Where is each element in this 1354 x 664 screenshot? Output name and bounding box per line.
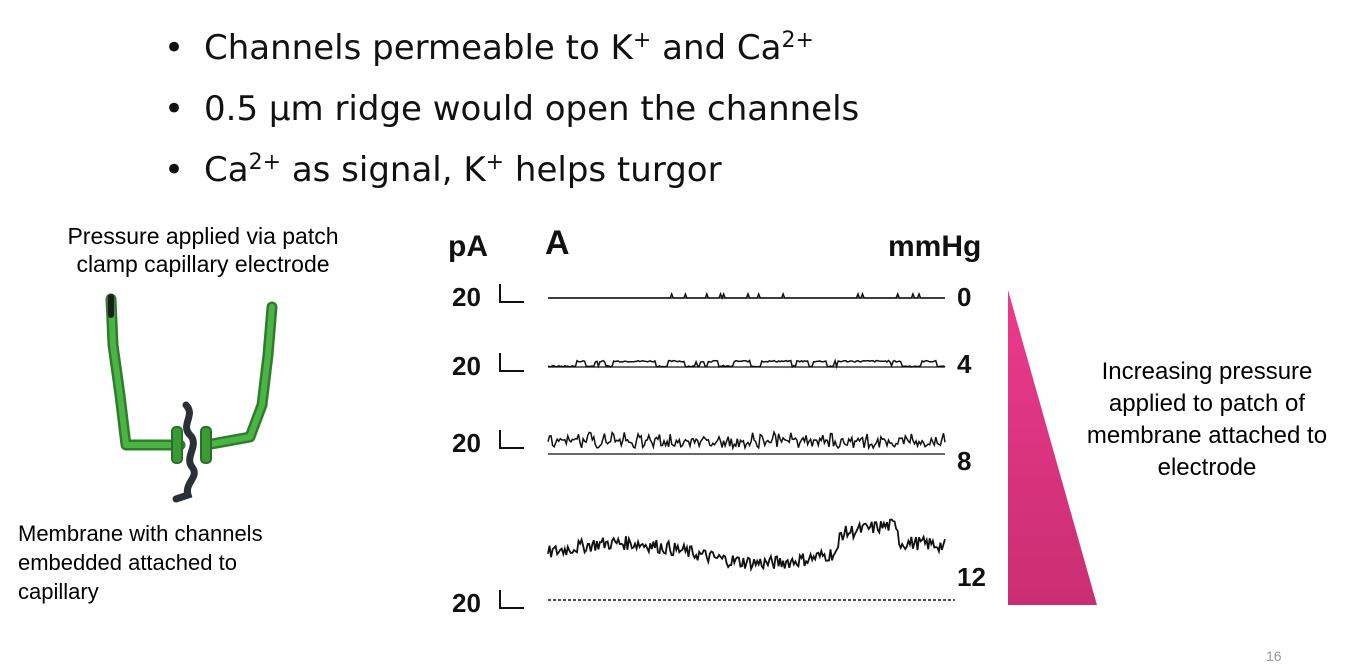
current-trace xyxy=(548,291,945,301)
scale-bar xyxy=(499,353,524,372)
pressure-caption: Increasing pressure applied to patch of … xyxy=(1086,358,1328,481)
electrode-caption: Pressure applied via patch clamp capilla… xyxy=(67,223,339,277)
bullet-dot: • xyxy=(164,150,185,190)
membrane-strand xyxy=(172,401,198,503)
current-trace-row: 20 8 xyxy=(452,428,971,476)
bullet-text: and Ca xyxy=(651,28,782,68)
bullet-text: as signal, K xyxy=(281,150,486,190)
pressure-value-label: 4 xyxy=(957,349,972,379)
scale-bar xyxy=(499,590,524,609)
bullet-text: 0.5 µm ridge would open the channels xyxy=(204,89,860,129)
bullet-item: • 0.5 µm ridge would open the channels xyxy=(160,79,859,140)
scale-bar-label: 20 xyxy=(452,282,481,312)
scale-bar xyxy=(499,284,524,303)
superscript: 2+ xyxy=(781,28,814,53)
page-number: 16 xyxy=(1266,648,1282,664)
bullet-dot: • xyxy=(164,28,185,68)
bullet-text: helps turgor xyxy=(504,150,722,190)
superscript: 2+ xyxy=(248,150,282,175)
superscript: + xyxy=(632,28,652,53)
bullet-list: • Channels permeable to K+ and Ca2+ • 0.… xyxy=(160,18,859,201)
scale-bar-label: 20 xyxy=(452,351,481,381)
bullet-text: Ca xyxy=(204,150,249,190)
superscript: + xyxy=(485,150,505,175)
scale-bar-label: 20 xyxy=(452,588,481,618)
bullet-dot: • xyxy=(164,89,185,129)
current-trace xyxy=(547,518,946,573)
bullet-text: Channels permeable to K xyxy=(204,28,633,68)
panel-label: A xyxy=(545,224,570,262)
bullet-item: • Channels permeable to K+ and Ca2+ xyxy=(160,18,859,79)
scale-bar xyxy=(499,430,524,449)
scale-bar-label: 20 xyxy=(452,428,481,458)
pressure-value-label: 12 xyxy=(957,562,986,592)
membrane-caption: Membrane with channels embedded attached… xyxy=(18,521,263,604)
current-trace-row: 20 0 xyxy=(452,282,971,312)
pressure-increase-triangle xyxy=(1008,290,1097,605)
pressure-value-label: 8 xyxy=(957,446,971,476)
pressure-value-label: 0 xyxy=(957,282,971,312)
capillary-electrode xyxy=(105,293,278,464)
patch-clamp-electrode-illustration xyxy=(105,293,278,503)
bullet-item: • Ca2+ as signal, K+ helps turgor xyxy=(160,140,859,201)
current-trace xyxy=(547,429,946,451)
y-unit-label: pA xyxy=(448,230,488,263)
current-trace xyxy=(547,358,946,370)
current-trace-row: 20 4 xyxy=(452,349,972,381)
pressure-unit-label: mmHg xyxy=(888,230,981,263)
pressure-wedge xyxy=(1008,290,1097,605)
